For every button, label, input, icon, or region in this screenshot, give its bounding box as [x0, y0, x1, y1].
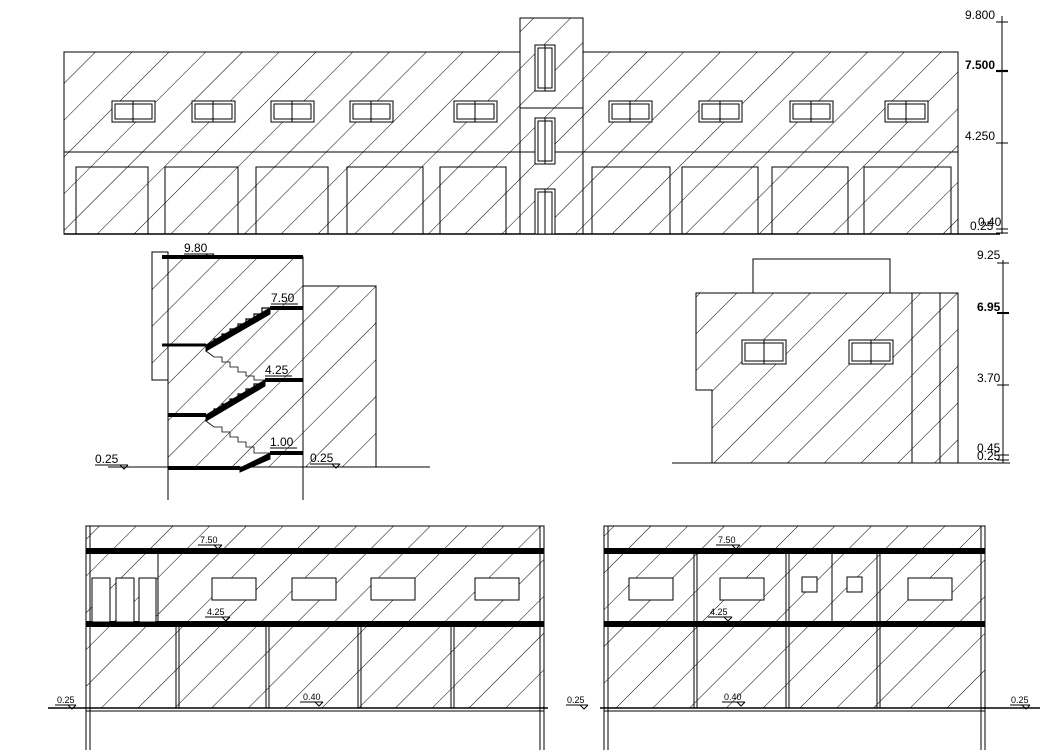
- side-pier-1: [911, 292, 941, 464]
- stair-level-025-right: 0.25: [310, 451, 334, 465]
- side-level-dimension: [997, 260, 1009, 463]
- section-left-hatch: [85, 525, 545, 709]
- section-left-columns: [157, 551, 455, 708]
- section-right-level-040: 0.40: [724, 692, 742, 702]
- side-pier-2: [939, 292, 959, 464]
- front-shop-openings: [75, 166, 952, 235]
- stair-adjacent-wall: [302, 285, 377, 468]
- section-right-markers: [708, 544, 1031, 710]
- section-left-level-025-gap: 0.25: [567, 695, 585, 705]
- section-right-level-025: 0.25: [1011, 695, 1029, 705]
- stair-level-980: 9.80: [184, 241, 208, 255]
- front-level-dimension: [996, 16, 1008, 234]
- section-right-level-750: 7.50: [718, 535, 736, 545]
- section-left-openings: [91, 577, 520, 623]
- stair-roof-parapet: [151, 251, 169, 381]
- section-right-columns: [693, 551, 881, 708]
- side-top-block: [752, 258, 891, 294]
- front-level-4250: 4.250: [965, 129, 995, 143]
- stair-level-425: 4.25: [265, 363, 289, 377]
- stair-flights: [205, 307, 271, 473]
- front-upper-windows: [111, 100, 929, 123]
- front-level-025: 0.25: [970, 219, 994, 233]
- section-left-level-040: 0.40: [303, 692, 321, 702]
- stair-level-025-left: 0.25: [95, 452, 119, 466]
- section-right-hatch: [603, 525, 986, 709]
- front-level-9800: 9.800: [965, 8, 995, 22]
- side-elevation: [672, 258, 1010, 464]
- side-level-695: 6.95: [977, 300, 1001, 314]
- side-windows: [741, 339, 894, 365]
- stair-level-markers: [95, 253, 341, 470]
- side-level-370: 3.70: [977, 371, 1001, 385]
- section-left: [48, 525, 589, 750]
- front-level-7500: 7.500: [965, 58, 995, 72]
- stair-level-100: 1.00: [270, 435, 294, 449]
- side-level-045: 0.45: [977, 441, 1001, 455]
- section-right-level-425: 4.25: [710, 607, 728, 617]
- section-left-level-750: 7.50: [200, 535, 218, 545]
- front-level-040: 0.40: [978, 215, 1002, 229]
- side-level-925: 9.25: [977, 248, 1001, 262]
- front-right-wing: [582, 51, 959, 235]
- stair-level-750: 7.50: [271, 291, 295, 305]
- front-elevation: [63, 16, 1008, 235]
- side-main-volume: [695, 292, 913, 464]
- stair-section: [108, 251, 430, 500]
- section-right: [600, 525, 1040, 750]
- section-left-level-025-outer: 0.25: [57, 695, 75, 705]
- section-left-level-425: 4.25: [207, 607, 225, 617]
- front-tower-windows: [534, 44, 556, 235]
- front-left-wing: [63, 51, 521, 235]
- side-level-025: 0.25: [977, 449, 1001, 463]
- section-left-markers: [55, 544, 589, 710]
- section-right-openings: [628, 576, 953, 601]
- stair-core-hatch: [167, 256, 304, 468]
